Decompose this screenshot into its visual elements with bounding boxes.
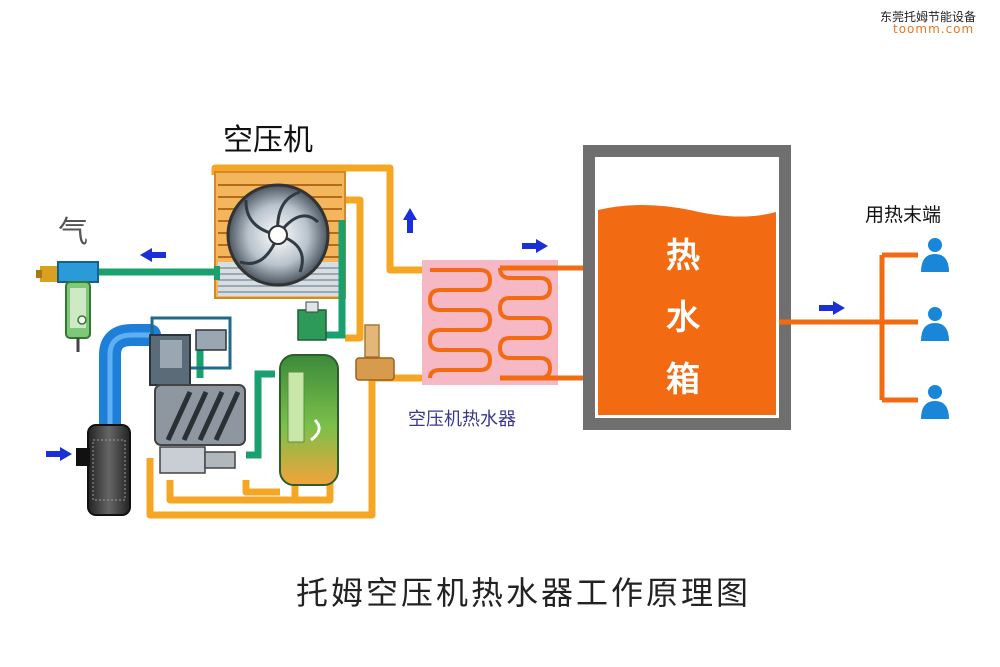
diagram-title: 托姆空压机热水器工作原理图 (296, 574, 752, 612)
tank-label-char: 热 (666, 236, 700, 276)
flow-arrow-to-users (819, 301, 845, 315)
brand-url[interactable]: toomm.com (893, 22, 975, 36)
flow-arrow-to-tank (522, 239, 548, 253)
end-user-icon (921, 238, 949, 272)
inlet-valve (149, 316, 232, 386)
end-user-icon (921, 385, 949, 419)
oil-separator (279, 301, 339, 486)
label-compressor: 空压机 (223, 123, 313, 158)
flow-arrow-up (403, 208, 417, 233)
tank-label-char: 箱 (666, 360, 700, 400)
brand-company: 东莞托姆节能设备 (880, 10, 977, 24)
label-end-user: 用热末端 (865, 204, 942, 226)
label-heater: 空压机热水器 (408, 409, 516, 430)
label-air: 气 (58, 215, 88, 250)
distribution-pipe (779, 252, 918, 403)
tank-label-char: 水 (666, 298, 700, 338)
heat-exchanger (422, 260, 558, 385)
intake-pipe (99, 324, 161, 441)
air-outlet-flange (214, 266, 220, 280)
intake-filter (76, 424, 131, 516)
hot-water-tank (583, 145, 791, 430)
compressor-cooler (214, 171, 346, 299)
screw-air-end (154, 384, 246, 474)
flow-arrow-air-out (140, 248, 166, 262)
flow-arrow-intake (46, 447, 72, 461)
air-filter-unit (36, 261, 99, 352)
thermostatic-valve (355, 324, 395, 381)
end-user-icon (921, 307, 949, 341)
